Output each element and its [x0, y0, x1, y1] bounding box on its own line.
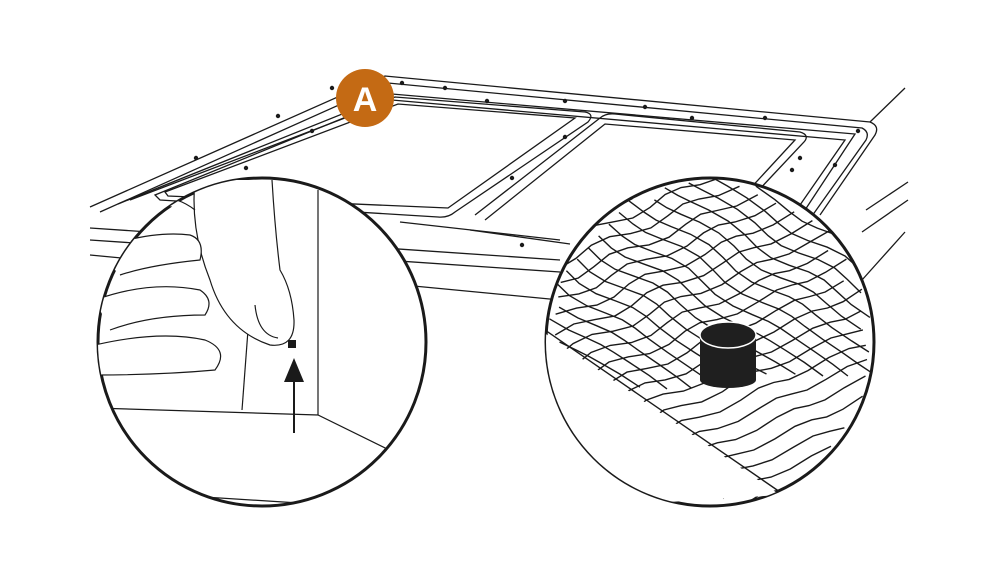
- detail-circle-left: [96, 176, 428, 508]
- rubber-foot-small: [288, 340, 296, 348]
- hand-illustration: [98, 179, 295, 376]
- rubber-foot: [699, 321, 757, 388]
- tray-screws: [193, 80, 861, 248]
- callout-badge-a: A: [336, 69, 394, 127]
- arrow-up-icon: [284, 358, 304, 433]
- detail-circle-right: [544, 176, 876, 508]
- callout-label: A: [353, 81, 378, 119]
